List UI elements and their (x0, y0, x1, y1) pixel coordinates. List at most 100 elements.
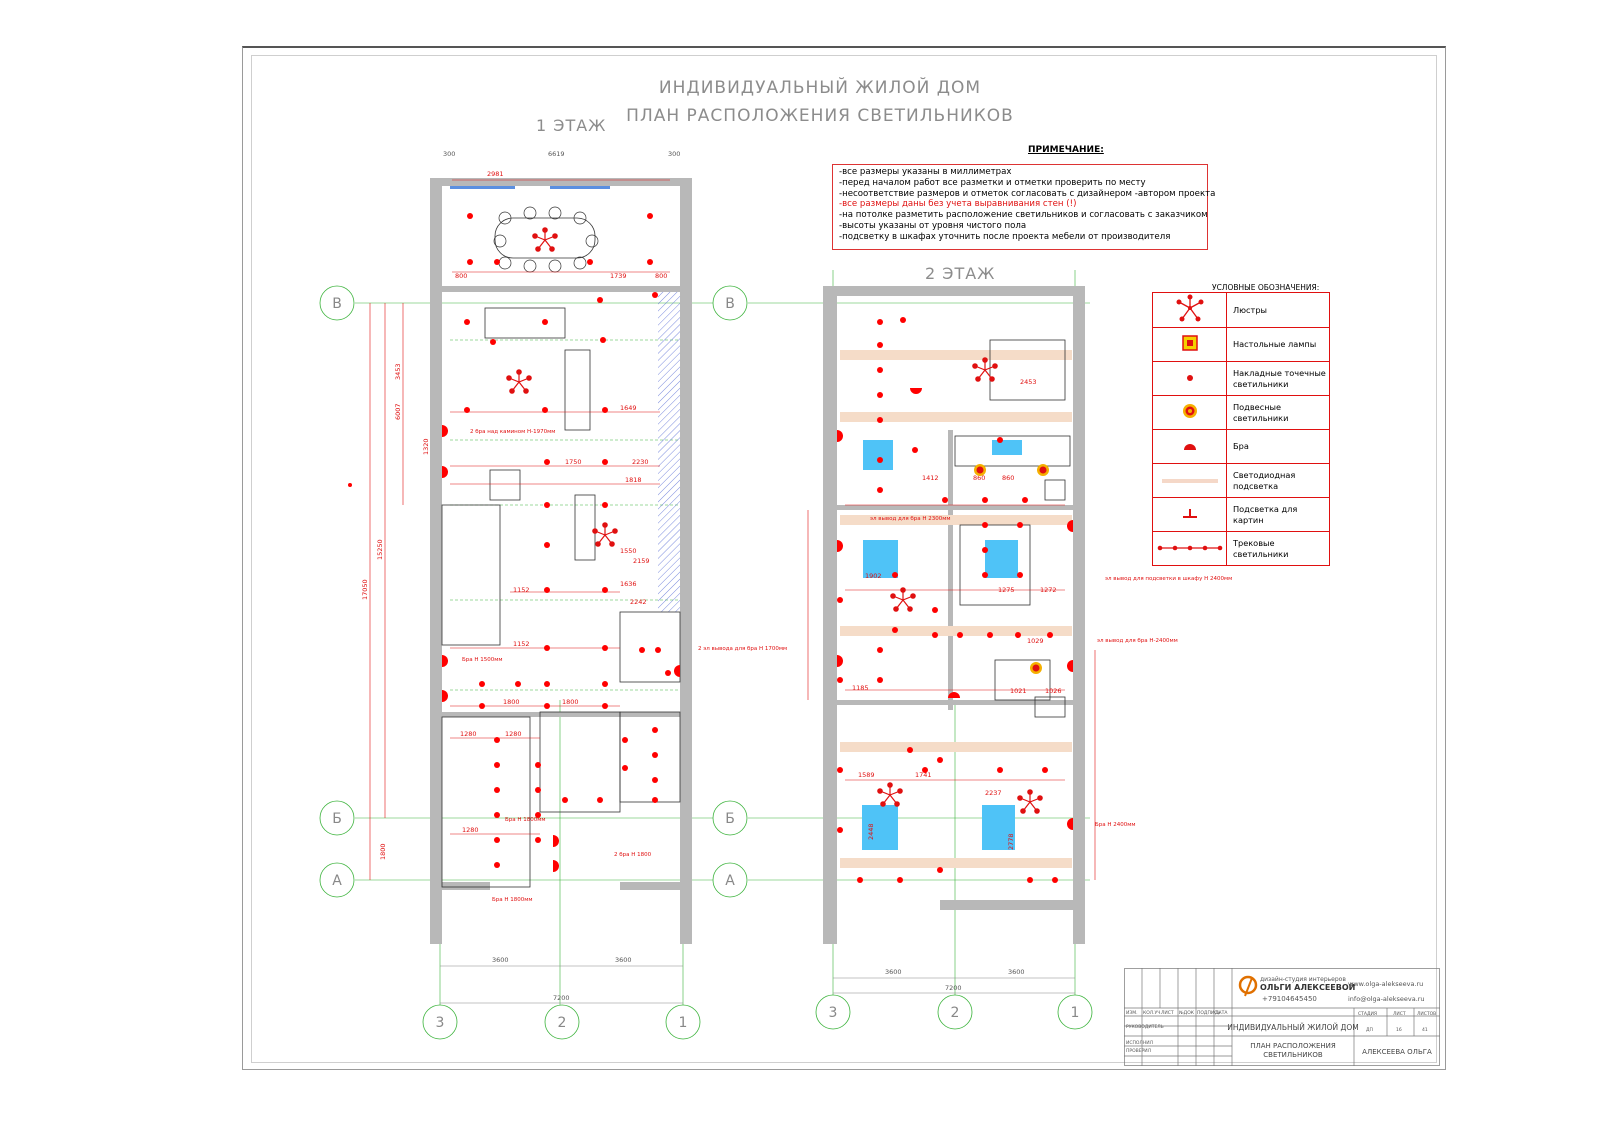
plan2-label: эл вывод для бра H-2400мм (1097, 638, 1178, 644)
legend-label: Светодиодная (1233, 469, 1296, 480)
pendant-icon (1030, 662, 1042, 674)
axis-label-row: В (332, 296, 342, 312)
tb-sheet: 16 (1396, 1027, 1402, 1033)
notes-heading: ПРИМЕЧАНИЕ: (1028, 145, 1104, 155)
legend-label: Люстры (1233, 304, 1267, 315)
chandelier-icon (890, 587, 916, 612)
axis-label-col: 2 (951, 1005, 960, 1021)
axis-label-row: Б (725, 811, 735, 827)
note-item: -на потолке разметить расположение свети… (839, 210, 1208, 221)
tb-drawing-line2: СВЕТИЛЬНИКОВ (1263, 1051, 1323, 1059)
plan2-dim-total: 7200 (945, 984, 962, 992)
floor2-label: 2 ЭТАЖ (925, 264, 996, 283)
plan2-label: Бра H 2400мм (1095, 822, 1136, 828)
pendant-icon (1182, 403, 1197, 418)
tb-stage: ДП (1366, 1027, 1373, 1033)
spotlight-icon (1186, 375, 1193, 381)
plan2-dim: 1029 (1027, 637, 1044, 645)
plan1-label: 2 бра над камином H-1970мм (470, 429, 555, 435)
tb-col-head: ИЗМ. (1126, 1010, 1138, 1016)
legend-table: Люстры Настольные лампы Накладные точечн… (1152, 292, 1330, 566)
legend-label: Настольные лампы (1233, 339, 1317, 349)
tb-sheet-head: ЛИСТ (1393, 1011, 1406, 1017)
chandelier-icon (592, 522, 618, 547)
tb-col-head: ПОДПИСЬ (1197, 1010, 1220, 1016)
plan1-dim: 1800 (503, 698, 520, 706)
legend-label-line2: картин (1233, 514, 1264, 525)
plan1-label: 2 эл вывода для бра H 1700мм (698, 646, 787, 652)
axis-label-row: А (332, 873, 342, 889)
plan2-led-strips (840, 350, 1072, 868)
pendant-icon (1037, 464, 1049, 476)
legend-label: Подсветка для (1233, 503, 1298, 514)
axis-label-row: А (725, 873, 735, 889)
tb-col-head: КОЛ.УЧ. (1143, 1010, 1162, 1016)
plan2-walls (823, 286, 1085, 944)
tb-col-head: ДАТА (1215, 1010, 1228, 1016)
plan1-dim: 2159 (633, 557, 650, 565)
plan1-dim-left: 15250 (376, 539, 384, 560)
plan2-chandeliers (877, 357, 1043, 814)
led-strip-icon (1161, 479, 1218, 483)
plan1-dim-left: 6007 (394, 403, 402, 420)
studio-email: info@olga-alekseeva.ru (1348, 995, 1425, 1003)
axis-label-row: В (725, 296, 735, 312)
legend-label: Подвесные (1233, 401, 1282, 412)
plan2-dim-bottom: 3600 (1008, 968, 1025, 976)
plan2-blue-blocks (862, 440, 1022, 850)
plan2-axis-bubbles (815, 994, 1093, 1030)
studio-logo (1238, 975, 1258, 997)
plan2-dim: 1185 (852, 684, 869, 692)
studio-website: www.olga-alekseeva.ru (1348, 980, 1423, 988)
plan2-label: эл вывод для бра H 2300мм (870, 516, 951, 522)
plan1-dim-top: 800 (655, 272, 667, 280)
plan1-axis-bubbles (319, 285, 748, 1040)
tb-project: ИНДИВИДУАЛЬНЫЙ ЖИЛОЙ ДОМ (1227, 1023, 1359, 1032)
plan1-label: Бра H 1500мм (462, 657, 503, 663)
track-light-icon (1157, 545, 1222, 551)
legend-label-line2: светильники (1233, 378, 1289, 389)
plan1-dim-top: 2981 (487, 170, 504, 178)
chandelier-icon (532, 227, 558, 252)
sconce-icon (1183, 444, 1196, 450)
plan2-dim: 2778 (1007, 833, 1015, 850)
plan1-dim-top: 1739 (610, 272, 627, 280)
axis-label-col: 1 (1071, 1005, 1080, 1021)
plan1-dim: 1152 (513, 586, 530, 594)
floor1-label: 1 ЭТАЖ (536, 116, 607, 135)
plan1-dim: 1152 (513, 640, 530, 648)
plan1-dim-bottom: 3600 (492, 956, 509, 964)
plan1-dim-outer-top: 300 (668, 150, 680, 158)
legend-row: Трековые светильники (1152, 531, 1330, 566)
plan1-dim: 1280 (505, 730, 522, 738)
drawing-sheet-border (242, 46, 1446, 1070)
tb-row-head: РУКОВОДИТЕЛЬ (1126, 1024, 1164, 1030)
note-item: -подсветку в шкафах уточнить после проек… (839, 231, 1171, 242)
plan1-dim-total: 7200 (553, 994, 570, 1002)
tb-stage-head: СТАДИЯ (1358, 1011, 1377, 1017)
studio-line2: ОЛЬГИ АЛЕКСЕЕВОЙ (1260, 981, 1355, 992)
axis-label-col: 3 (829, 1005, 838, 1021)
tb-sheets-head: ЛИСТОВ (1417, 1011, 1436, 1017)
plan1-dim: 1800 (562, 698, 579, 706)
plan1-sconces (442, 291, 680, 872)
tb-author: АЛЕКСЕЕВА ОЛЬГА (1362, 1048, 1432, 1056)
plan1-dim: 1280 (460, 730, 477, 738)
plan2-interior (954, 339, 1071, 718)
plan2-dim: 1021 (1010, 687, 1027, 695)
legend-row: Люстры (1152, 292, 1330, 328)
title-block: ИЗМ. КОЛ.УЧ. ЛИСТ №ДОК ПОДПИСЬ ДАТА РУКО… (1124, 968, 1440, 1066)
plan1-label: Бра H 1800мм (492, 897, 533, 903)
legend-row: Настольные лампы (1152, 327, 1330, 362)
note-item: -высоты указаны от уровня чистого пола (839, 220, 1027, 231)
note-item: -несоответствие размеров и отметок согла… (839, 188, 1216, 199)
plan1-dim-texts: 2981 800 1739 800 1649 2230 1818 1750 15… (361, 170, 787, 903)
studio-phone: +79104645450 (1262, 995, 1317, 1003)
note-item: -все размеры указаны в миллиметрах (839, 167, 1012, 177)
legend-label: Трековые светильники (1233, 537, 1289, 559)
plan1-dim: 1550 (620, 547, 637, 555)
